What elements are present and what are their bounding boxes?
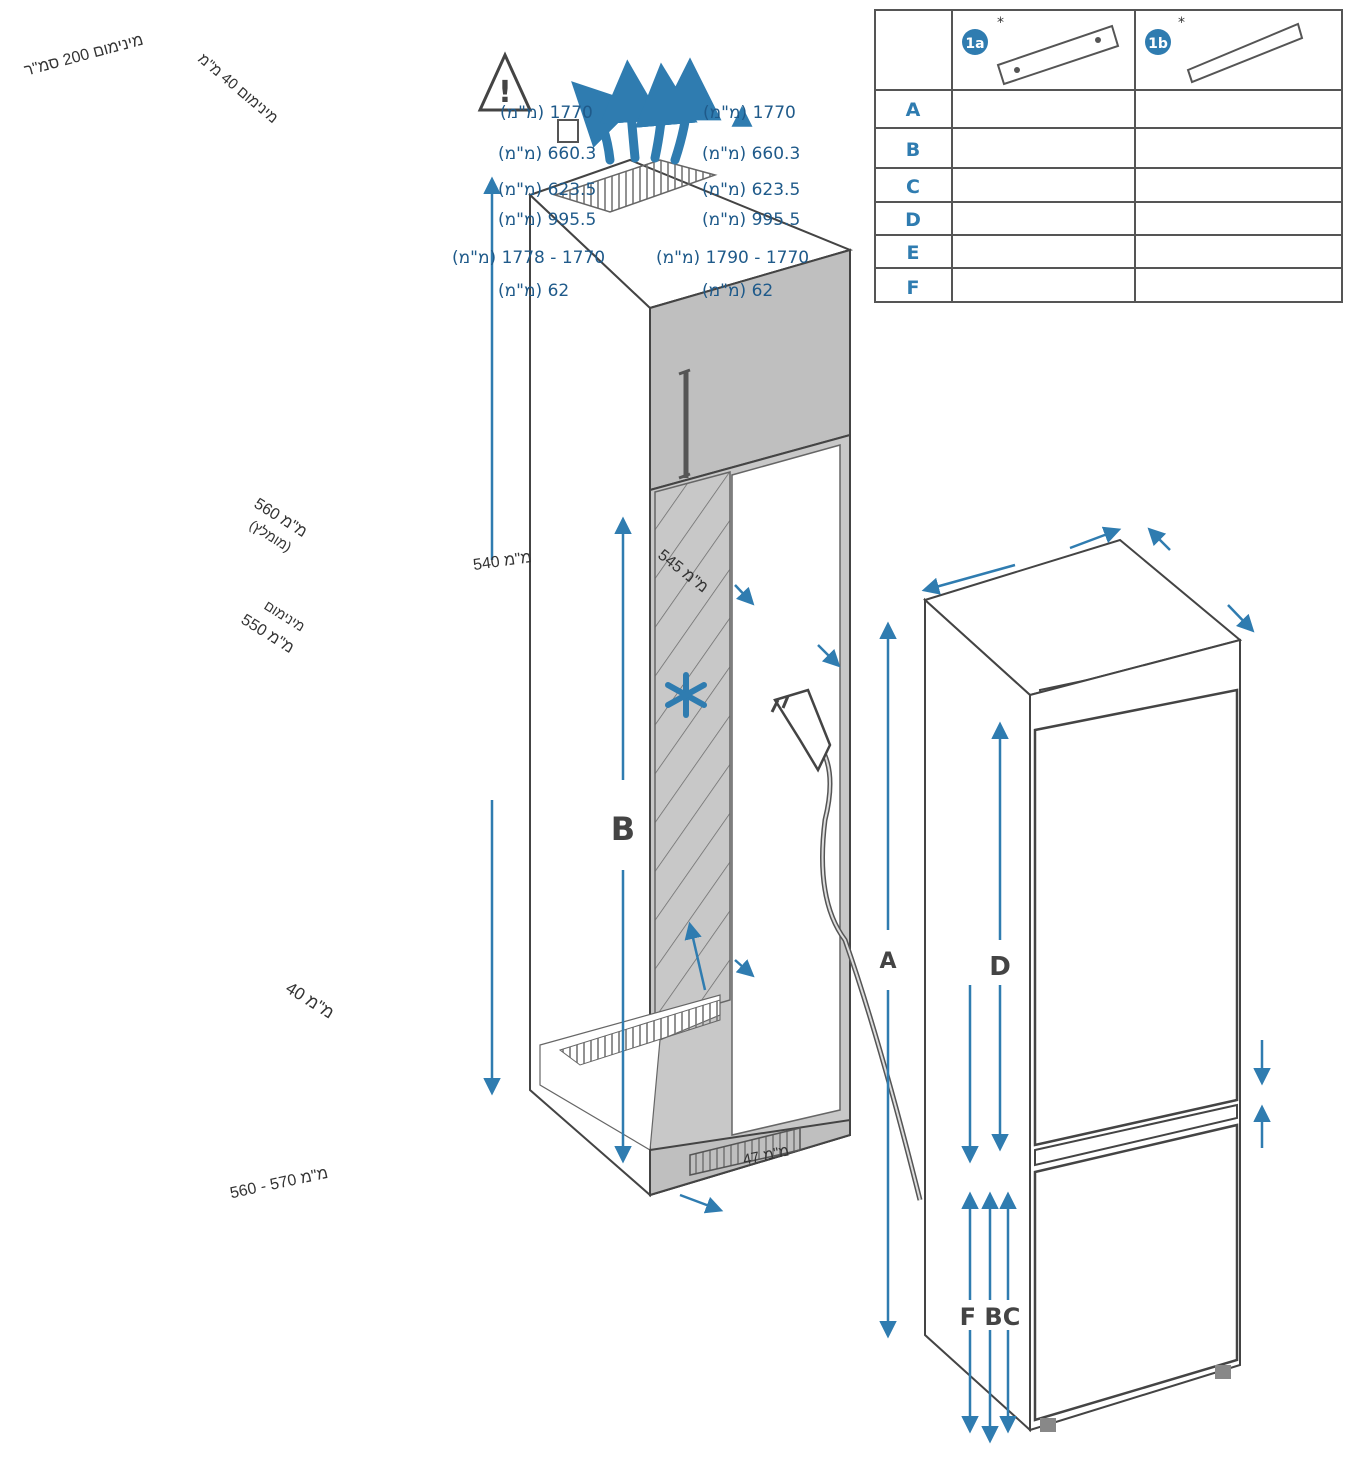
col-header-1b: 1b xyxy=(1148,36,1168,52)
svg-text:*: * xyxy=(1178,15,1185,31)
power-plug-icon xyxy=(770,688,923,1201)
snowflake-icon xyxy=(665,672,707,718)
label-d: D xyxy=(989,952,1011,982)
bracket-1b-icon: 1b * xyxy=(1145,15,1304,84)
door-handle xyxy=(678,368,691,480)
warning-triangle-icon: ! xyxy=(477,51,533,112)
value-f-1a: 62 (מ"מ) xyxy=(498,281,569,301)
airflow-arrows-icon xyxy=(571,57,722,165)
value-c-1a: 623.5 (מ"מ) xyxy=(498,180,596,200)
value-a-1b: 1770 (מ"מ) xyxy=(703,103,796,123)
value-e-1a: 1770 - 1778 (מ"מ) xyxy=(452,248,605,268)
table-values: 1770 (מ"מ) 1770 (מ"מ) 660.3 (מ"מ) 660.3 … xyxy=(452,103,809,301)
height-540-label: 540 מ"מ xyxy=(472,549,533,574)
col-header-1a: 1a xyxy=(965,36,984,52)
label-a: A xyxy=(879,949,896,974)
value-a-1a: 1770 (מ"מ) xyxy=(500,103,593,123)
value-e-1b: 1770 - 1790 (מ"מ) xyxy=(656,248,809,268)
table-row-letter: A xyxy=(906,99,921,121)
value-d-1a: 995.5 (מ"מ) xyxy=(498,210,596,230)
dimension-table: 1a * 1b * A B C D E F xyxy=(874,9,1343,303)
svg-text:*: * xyxy=(997,15,1004,31)
bottom-gap-label: 40 מ"מ xyxy=(282,978,337,1022)
label-fbc: F BC xyxy=(960,1303,1021,1331)
cabinet-dimension-arrows xyxy=(483,176,841,1214)
cabinet-niche xyxy=(528,158,854,1198)
value-c-1b: 623.5 (מ"מ) xyxy=(702,180,800,200)
table-row-letter: C xyxy=(906,176,920,198)
table-row-letter: E xyxy=(907,242,920,264)
table-row-letter: D xyxy=(905,209,921,231)
value-b-1b: 660.3 (מ"מ) xyxy=(702,144,800,164)
value-b-1a: 660.3 (מ"מ) xyxy=(498,144,596,164)
bracket-1a-icon: 1a * xyxy=(962,15,1120,86)
sensor-icon xyxy=(557,119,579,143)
refrigerator-unit xyxy=(923,538,1243,1433)
fridge-dimension-arrows xyxy=(879,526,1271,1444)
value-d-1b: 995.5 (מ"מ) xyxy=(702,210,800,230)
label-b: B xyxy=(611,810,635,848)
table-row-letter: F xyxy=(907,277,920,299)
value-f-1b: 62 (מ"מ) xyxy=(702,281,773,301)
min-gap-top-label: מינימום 40 מ"מ xyxy=(195,50,282,127)
width-range-label: 560 - 570 מ"מ xyxy=(229,1165,330,1202)
svg-text:!: ! xyxy=(498,75,512,110)
min-area-label: מינימום 200 סמ"ר xyxy=(23,32,146,80)
table-row-letter: B xyxy=(906,139,920,161)
